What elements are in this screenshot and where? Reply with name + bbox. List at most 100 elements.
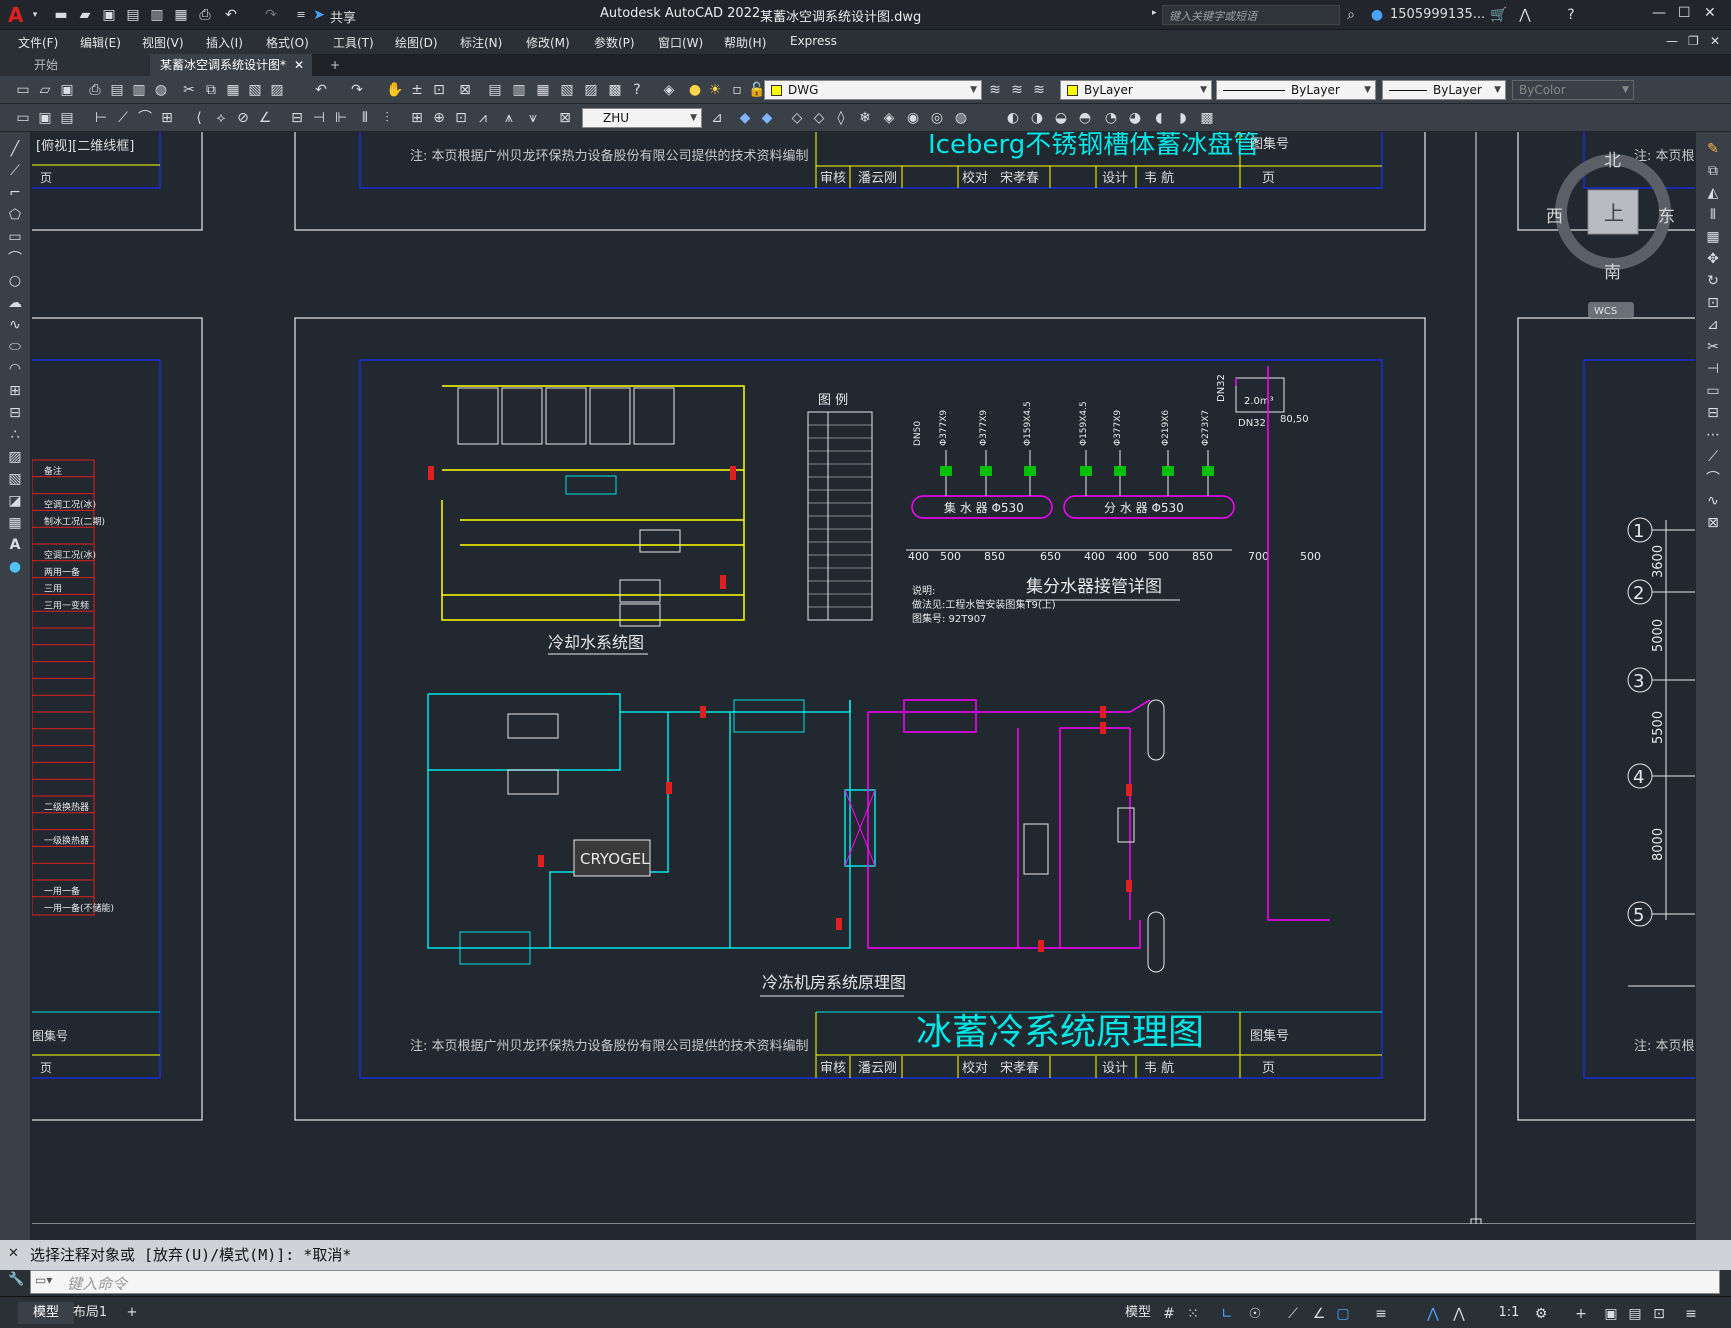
multiline-text-icon[interactable]: A — [9, 537, 21, 553]
inspection-icon[interactable]: ⊡ — [455, 110, 467, 126]
menu-parametric[interactable]: 参数(P) — [594, 36, 635, 50]
layer-thaw-icon[interactable]: ☀ — [708, 82, 722, 98]
publish-tb-icon[interactable]: ▥ — [132, 82, 146, 98]
paste-icon[interactable]: ▦ — [226, 82, 240, 98]
layer-walk-icon[interactable]: ◈ — [883, 110, 895, 126]
offset-icon[interactable]: ⫴ — [1710, 207, 1716, 223]
plot-icon[interactable]: ▦ — [174, 7, 188, 23]
tab-active-drawing[interactable]: 某蓄冰空调系统设计图* ✕ — [150, 54, 312, 76]
color-dropdown[interactable]: ByLayer▼ — [1060, 80, 1212, 100]
linear-dim-icon[interactable]: ⊢ — [94, 110, 108, 126]
block-insert-icon[interactable]: ◐ — [1006, 110, 1020, 126]
osnap-icon[interactable]: ▢ — [1336, 1306, 1350, 1322]
dim-edit-icon[interactable]: ⩚ — [505, 110, 513, 126]
properties-icon[interactable]: ▤ — [488, 82, 502, 98]
text-style-dropdown[interactable]: ZHU▼ — [582, 108, 702, 128]
array-icon[interactable]: ▦ — [1706, 229, 1720, 245]
mirror-icon[interactable]: ◭ — [1707, 185, 1719, 201]
layer-freeze-icon[interactable]: ❄ — [859, 110, 871, 126]
quick-dim-icon[interactable]: ⊟ — [291, 110, 303, 126]
copy-icon[interactable]: ⧉ — [206, 82, 216, 98]
user-name[interactable]: 1505999135... — [1390, 7, 1486, 22]
tab-close-icon[interactable]: ✕ — [293, 58, 304, 72]
cart-icon[interactable]: 🛒 — [1490, 7, 1508, 23]
wcs-button[interactable] — [1588, 302, 1634, 318]
viewcube-north[interactable]: 北 — [1604, 151, 1621, 171]
doc-minimize-button[interactable]: — — [1666, 34, 1678, 48]
menu-insert[interactable]: 插入(I) — [206, 36, 243, 50]
break-icon[interactable]: ⊟ — [1707, 405, 1719, 421]
menu-dimension[interactable]: 标注(N) — [460, 36, 503, 50]
doc-close-button[interactable]: ✕ — [1710, 34, 1721, 48]
explode-icon[interactable]: ⊠ — [1707, 515, 1719, 531]
chamfer-icon[interactable]: ⟋ — [1708, 449, 1718, 465]
layer-copy-icon[interactable]: ◆ — [739, 110, 751, 126]
tool-palettes-icon[interactable]: ▦ — [536, 82, 550, 98]
dim-style-icon[interactable]: ⊿ — [711, 110, 723, 126]
layer-match-icon[interactable]: ◉ — [906, 110, 920, 126]
image-ref-icon[interactable]: ◔ — [1104, 110, 1118, 126]
minimize-button[interactable]: — — [1652, 5, 1666, 21]
layer-merge-icon[interactable]: ◆ — [761, 110, 773, 126]
drawing-canvas[interactable]: [俯视][二维线框] 页 备注空调工况(冰)制冰工况(二期)空调工况(冰)两用一… — [32, 132, 1695, 1224]
rotate-icon[interactable]: ↻ — [1707, 273, 1719, 289]
isodraft-icon[interactable]: ⟋ — [1288, 1306, 1298, 1322]
polygon-icon[interactable]: ⬠ — [8, 207, 22, 223]
field-icon[interactable]: ▩ — [1200, 110, 1214, 126]
save-icon[interactable]: ▣ — [102, 7, 116, 23]
undo-tb-icon[interactable]: ↶ — [315, 82, 327, 98]
new-file-icon[interactable]: ▬ — [54, 7, 68, 23]
block-editor-icon[interactable]: ▨ — [270, 82, 284, 98]
search-icon[interactable]: ⌕ — [1347, 7, 1355, 23]
open-icon[interactable]: ▱ — [39, 82, 51, 98]
copy-object-icon[interactable]: ⧉ — [1708, 163, 1718, 179]
construction-line-icon[interactable]: ⟋ — [10, 163, 20, 179]
model-space-button[interactable]: 模型 — [1124, 1305, 1151, 1320]
preview-icon[interactable]: ▤ — [110, 82, 124, 98]
viewcube[interactable]: 上 北 南 东 西 WCS — [1546, 151, 1675, 318]
layer-viewport-icon[interactable]: ▫ — [732, 82, 742, 98]
command-close-icon[interactable]: ✕ — [8, 1246, 19, 1261]
undo-icon[interactable]: ↶ — [225, 7, 237, 23]
dim-space-icon[interactable]: ⫴ — [362, 110, 368, 126]
layer-lock-icon[interactable]: 🔓 — [748, 82, 766, 98]
tab-model[interactable]: 模型 — [18, 1302, 74, 1324]
user-icon[interactable]: ● — [1370, 7, 1384, 23]
jogged-linear-icon[interactable]: ⩘ — [479, 110, 487, 126]
jogged-dim-icon[interactable]: ⟡ — [216, 110, 226, 126]
menu-draw[interactable]: 绘图(D) — [395, 36, 438, 50]
pan-icon[interactable]: ✋ — [386, 82, 404, 98]
lineweight-icon[interactable]: ≡ — [1375, 1306, 1387, 1322]
plot-tb-icon[interactable]: ⎙ — [89, 82, 101, 98]
help-tb-icon[interactable]: ? — [633, 82, 641, 98]
menu-file[interactable]: 文件(F) — [18, 36, 59, 50]
gradient-icon[interactable]: ▧ — [8, 471, 22, 487]
maximize-button[interactable]: ☐ — [1678, 5, 1691, 21]
make-block-icon[interactable]: ⊟ — [9, 405, 21, 421]
viewport-label[interactable]: [俯视][二维线框] — [36, 138, 134, 154]
aligned-dim-icon[interactable]: ⟋ — [118, 110, 128, 126]
clip-ref-icon[interactable]: ◕ — [1128, 110, 1142, 126]
new-tab-button[interactable]: + — [330, 58, 341, 72]
viewcube-top-label[interactable]: 上 — [1604, 201, 1624, 225]
trim-icon[interactable]: ✂ — [1707, 339, 1719, 355]
arc-icon[interactable]: ⌒ — [8, 251, 22, 267]
search-input[interactable]: 键入关键字或短语 — [1169, 10, 1257, 23]
block-attribute-icon[interactable]: ◒ — [1054, 110, 1068, 126]
customize-status-icon[interactable]: ≡ — [1685, 1306, 1697, 1322]
workspace-gear-icon[interactable]: ⚙ — [1534, 1306, 1548, 1322]
layer-previous-icon[interactable]: ≋ — [1011, 82, 1023, 98]
break-at-point-icon[interactable]: ▭ — [1706, 383, 1720, 399]
polyline-icon[interactable]: ⌐ — [9, 185, 21, 201]
match-properties-icon[interactable]: ▧ — [248, 82, 262, 98]
grid-icon[interactable]: # — [1163, 1306, 1175, 1322]
save-tb-icon[interactable]: ▣ — [60, 82, 74, 98]
style-icon[interactable]: ▣ — [38, 110, 52, 126]
calculator-icon[interactable]: ▩ — [608, 82, 622, 98]
join-icon[interactable]: ⋯ — [1706, 427, 1720, 443]
hatch-icon[interactable]: ▨ — [8, 449, 22, 465]
command-settings-icon[interactable]: 🔧 — [8, 1272, 25, 1287]
redo-icon[interactable]: ↷ — [265, 7, 277, 23]
ole-object-icon[interactable]: ◖ — [1155, 110, 1163, 126]
blend-curves-icon[interactable]: ∿ — [1707, 493, 1719, 509]
